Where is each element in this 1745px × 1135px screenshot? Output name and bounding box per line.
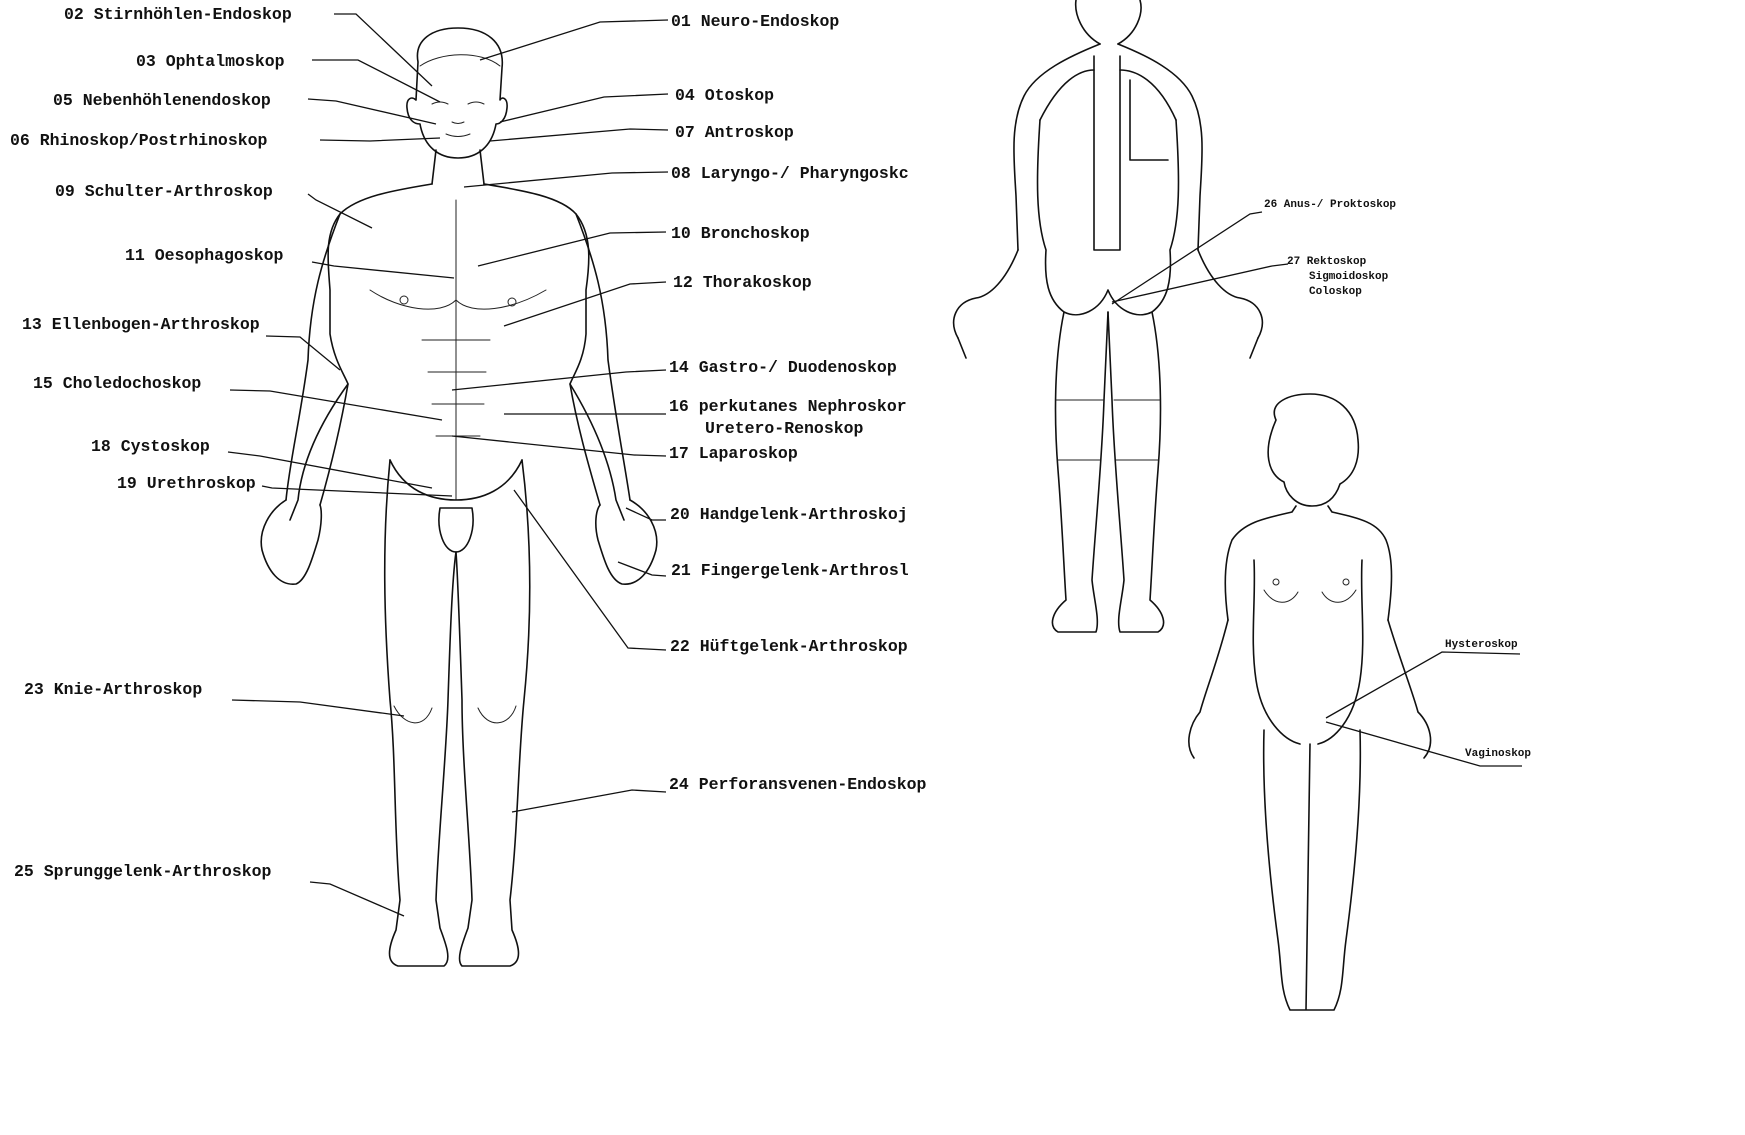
label-05: 05 Nebenhöhlenendoskop bbox=[53, 91, 271, 110]
label-18: 18 Cystoskop bbox=[91, 437, 210, 456]
labels: 02 Stirnhöhlen-Endoskop 01 Neuro-Endosko… bbox=[10, 5, 1531, 881]
label-01: 01 Neuro-Endoskop bbox=[671, 12, 839, 31]
male-front-figure bbox=[261, 28, 657, 966]
label-02: 02 Stirnhöhlen-Endoskop bbox=[64, 5, 292, 24]
label-27-sigmoidoskop: Sigmoidoskop bbox=[1309, 271, 1389, 283]
label-21: 21 Fingergelenk-Arthrosl bbox=[671, 561, 909, 580]
label-17: 17 Laparoskop bbox=[669, 444, 798, 463]
diagram-canvas: 02 Stirnhöhlen-Endoskop 01 Neuro-Endosko… bbox=[0, 0, 1568, 1021]
label-26: 26 Anus-/ Proktoskop bbox=[1264, 199, 1396, 211]
label-15: 15 Choledochoskop bbox=[33, 374, 201, 393]
label-27-coloskop: Coloskop bbox=[1309, 286, 1362, 298]
label-22: 22 Hüftgelenk-Arthroskop bbox=[670, 637, 908, 656]
label-11: 11 Oesophagoskop bbox=[125, 246, 284, 265]
label-13: 13 Ellenbogen-Arthroskop bbox=[22, 315, 260, 334]
back-figure bbox=[954, 0, 1263, 632]
label-27: 27 Rektoskop bbox=[1287, 256, 1367, 268]
label-03: 03 Ophtalmoskop bbox=[136, 52, 285, 71]
label-vaginoskop: Vaginoskop bbox=[1465, 748, 1531, 760]
label-16: 16 perkutanes Nephroskor bbox=[669, 397, 907, 416]
female-front-figure bbox=[1189, 394, 1431, 1010]
label-08: 08 Laryngo-/ Pharyngoskc bbox=[671, 164, 909, 183]
label-10: 10 Bronchoskop bbox=[671, 224, 810, 243]
label-14: 14 Gastro-/ Duodenoskop bbox=[669, 358, 897, 377]
label-hysteroskop: Hysteroskop bbox=[1445, 639, 1518, 651]
label-25: 25 Sprunggelenk-Arthroskop bbox=[14, 862, 272, 881]
label-04: 04 Otoskop bbox=[675, 86, 774, 105]
label-16-sub: Uretero-Renoskop bbox=[705, 419, 864, 438]
label-06: 06 Rhinoskop/Postrhinoskop bbox=[10, 131, 268, 150]
label-20: 20 Handgelenk-Arthroskoj bbox=[670, 505, 908, 524]
label-12: 12 Thorakoskop bbox=[673, 273, 812, 292]
label-23: 23 Knie-Arthroskop bbox=[24, 680, 202, 699]
endoscopy-body-diagram: 02 Stirnhöhlen-Endoskop 01 Neuro-Endosko… bbox=[0, 0, 1568, 1021]
label-07: 07 Antroskop bbox=[675, 123, 794, 142]
label-19: 19 Urethroskop bbox=[117, 474, 256, 493]
label-09: 09 Schulter-Arthroskop bbox=[55, 182, 273, 201]
label-24: 24 Perforansvenen-Endoskop bbox=[669, 775, 927, 794]
